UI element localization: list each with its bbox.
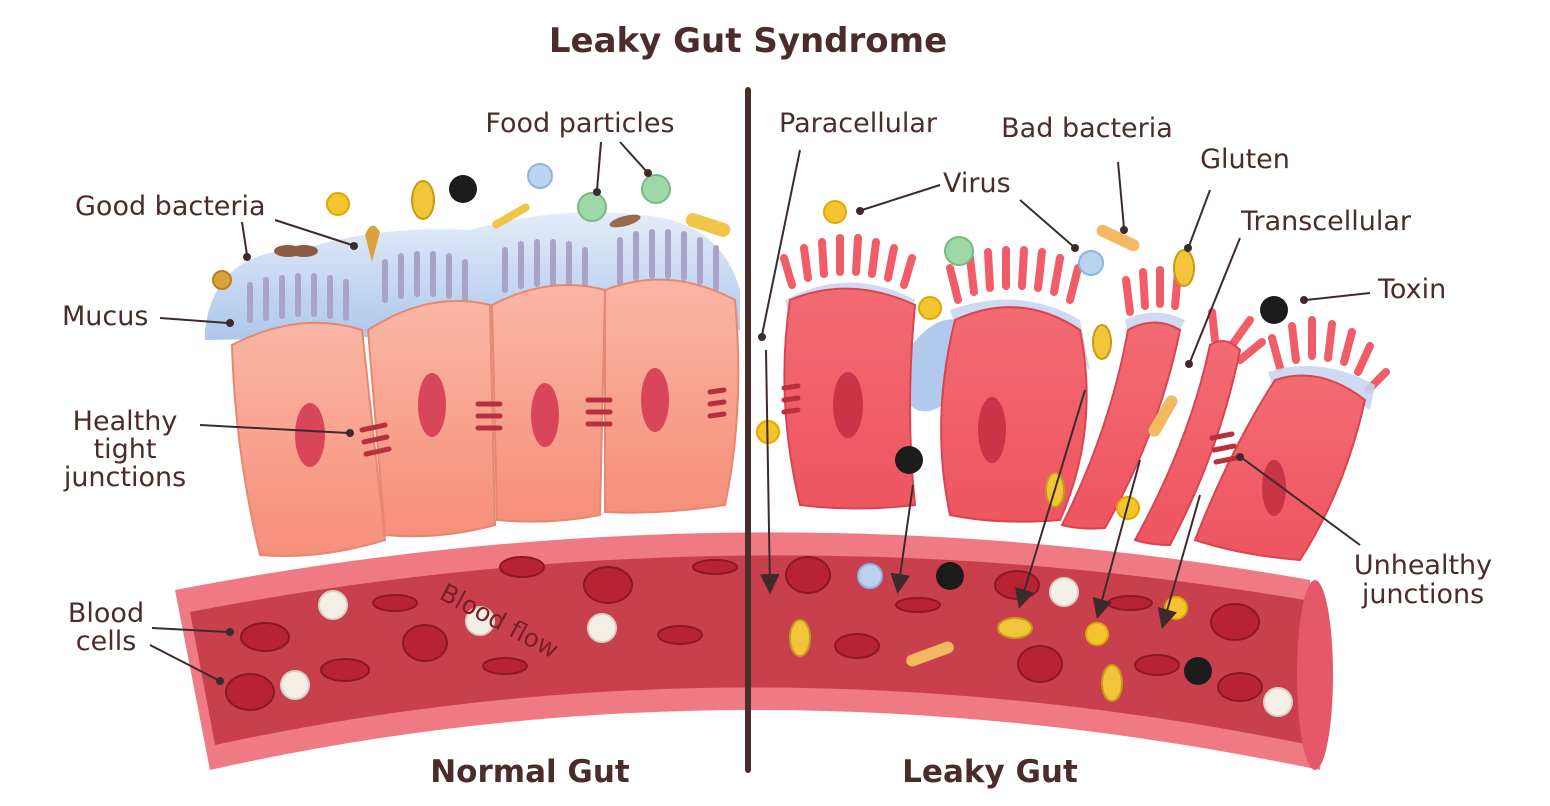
leaky-cell-2 <box>940 306 1088 523</box>
label-virus: Virus <box>943 168 1011 199</box>
virus-icon <box>212 192 1188 646</box>
label-healthy-tight-junctions-1: Healthy <box>73 406 178 437</box>
toxin-icon <box>449 175 1288 685</box>
unhealthy-junction-marks <box>781 383 1239 465</box>
healthy-tight-junctions-marks <box>359 387 727 457</box>
label-healthy-tight-junctions-2: tight <box>94 434 157 465</box>
gluten-icon <box>411 180 1195 702</box>
leaky-cell-4 <box>1133 340 1242 547</box>
normal-nuclei <box>295 368 669 467</box>
diagram-title: Leaky Gut Syndrome <box>549 21 947 61</box>
flow-arrows <box>759 349 1201 629</box>
blood-cells <box>225 556 1293 717</box>
label-bad-bacteria: Bad bacteria <box>1001 113 1173 144</box>
label-unhealthy-junctions-2: junctions <box>1361 579 1484 610</box>
label-transcellular: Transcellular <box>1240 206 1412 237</box>
leaky-gut-cells <box>780 234 1390 562</box>
microvilli-leaky <box>780 234 1390 394</box>
label-blood-cells-1: Blood <box>68 598 144 629</box>
panel-title-normal-gut: Normal Gut <box>430 754 630 790</box>
label-food-particles: Food particles <box>485 108 674 139</box>
label-blood-cells-2: cells <box>76 626 137 657</box>
label-good-bacteria: Good bacteria <box>75 191 266 222</box>
label-gluten: Gluten <box>1200 144 1290 175</box>
microvilli-normal <box>247 229 719 323</box>
normal-gut-cells <box>205 212 740 557</box>
leaky-nuclei <box>833 372 1286 516</box>
normal-cell-4 <box>604 278 740 514</box>
panel-title-leaky-gut: Leaky Gut <box>902 754 1078 790</box>
blood-vessel <box>175 532 1333 770</box>
bacteria-icon <box>274 203 1178 667</box>
label-unhealthy-junctions-1: Unhealthy <box>1354 550 1492 581</box>
label-toxin: Toxin <box>1377 274 1446 305</box>
leader-lines <box>149 141 1371 685</box>
white-blood-cell <box>280 577 1293 717</box>
food-particle-icon <box>577 174 974 266</box>
vessel-end-cap <box>1297 580 1333 770</box>
blue-virus-icon <box>527 163 1104 589</box>
label-healthy-tight-junctions-3: junctions <box>63 462 186 493</box>
leaky-cell-3 <box>1060 321 1182 530</box>
label-mucus: Mucus <box>62 301 148 332</box>
red-blood-cell <box>225 556 1263 711</box>
label-paracellular: Paracellular <box>779 108 938 139</box>
